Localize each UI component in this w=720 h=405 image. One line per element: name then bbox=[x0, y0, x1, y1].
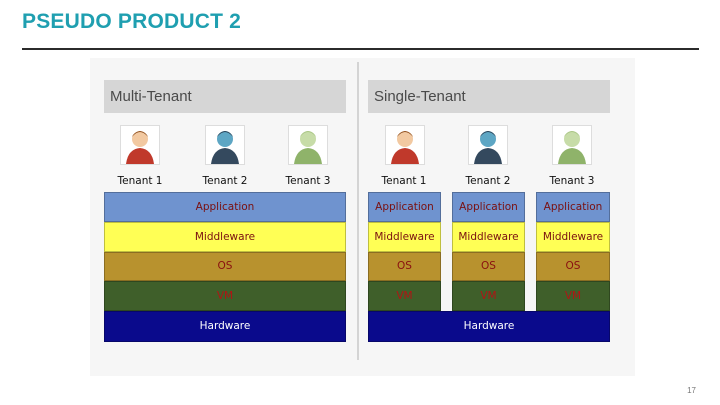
tenant-2-person-icon bbox=[205, 125, 245, 165]
panel-divider bbox=[357, 62, 359, 360]
tenant-2-person-icon bbox=[468, 125, 508, 165]
single-stack-1-vm-layer: VM bbox=[368, 281, 441, 311]
page-number: 17 bbox=[687, 386, 696, 395]
single-stack-2-os-layer: OS bbox=[452, 252, 525, 281]
multi-tenant-1-label: Tenant 1 bbox=[117, 175, 163, 187]
tenant-1-person-icon bbox=[120, 125, 160, 165]
multi-application-layer: Application bbox=[104, 192, 346, 222]
multi-middleware-layer: Middleware bbox=[104, 222, 346, 252]
multi-os-layer: OS bbox=[104, 252, 346, 281]
single-tenant-1-label: Tenant 1 bbox=[381, 175, 427, 187]
multi-hardware-layer: Hardware bbox=[104, 311, 346, 342]
slide-title: PSEUDO PRODUCT 2 bbox=[22, 10, 242, 33]
single-stack-2-application-layer: Application bbox=[452, 192, 525, 222]
single-stack-3-os-layer: OS bbox=[536, 252, 610, 281]
title-underline bbox=[22, 48, 699, 50]
multi-tenant-3-label: Tenant 3 bbox=[285, 175, 331, 187]
multi-tenant-2-label: Tenant 2 bbox=[202, 175, 248, 187]
multi-vm-layer: VM bbox=[104, 281, 346, 311]
single-stack-1-os-layer: OS bbox=[368, 252, 441, 281]
single-tenant-header: Single-Tenant bbox=[368, 80, 610, 113]
tenant-3-person-icon bbox=[288, 125, 328, 165]
single-stack-1-middleware-layer: Middleware bbox=[368, 222, 441, 252]
single-stack-2-vm-layer: VM bbox=[452, 281, 525, 311]
single-hardware-layer: Hardware bbox=[368, 311, 610, 342]
single-stack-3-middleware-layer: Middleware bbox=[536, 222, 610, 252]
multi-tenant-header: Multi-Tenant bbox=[104, 80, 346, 113]
single-stack-3-vm-layer: VM bbox=[536, 281, 610, 311]
single-tenant-3-label: Tenant 3 bbox=[549, 175, 595, 187]
single-stack-2-middleware-layer: Middleware bbox=[452, 222, 525, 252]
tenant-1-person-icon bbox=[385, 125, 425, 165]
single-tenant-2-label: Tenant 2 bbox=[465, 175, 511, 187]
tenant-3-person-icon bbox=[552, 125, 592, 165]
single-stack-3-application-layer: Application bbox=[536, 192, 610, 222]
single-stack-1-application-layer: Application bbox=[368, 192, 441, 222]
